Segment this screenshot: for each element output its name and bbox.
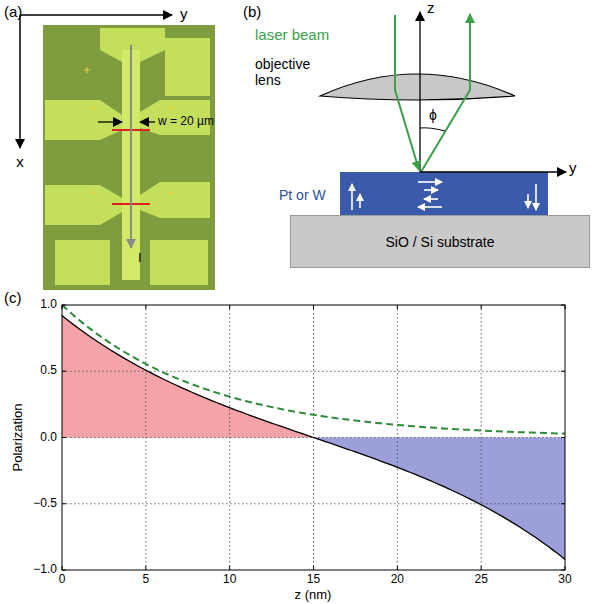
micrograph [43, 25, 215, 290]
axis-label: y [180, 5, 188, 22]
angle-arc [420, 128, 445, 131]
panel-label: (c) [4, 289, 22, 306]
tick [561, 305, 565, 306]
tick [229, 305, 230, 309]
decay-curve [62, 305, 565, 434]
alignment-marks [84, 67, 174, 196]
tick-label: 0.0 [40, 431, 57, 445]
current-arrow [130, 45, 132, 248]
tick [313, 566, 314, 570]
tick [62, 570, 66, 571]
tick [397, 566, 398, 570]
tick [561, 570, 565, 571]
panel-label: (a) [4, 3, 22, 20]
tick [561, 437, 565, 438]
y-axis-arrow [420, 171, 566, 172]
tick [561, 503, 565, 504]
part-label: objective lens [255, 56, 321, 88]
tick [561, 371, 565, 372]
tick [481, 305, 482, 309]
grid-line [62, 371, 565, 372]
contact-pad [45, 185, 122, 225]
axis-title: z (nm) [295, 588, 332, 603]
tick-label: 25 [474, 573, 487, 587]
spin-arrows [352, 182, 536, 210]
angle-label: ϕ [429, 107, 437, 123]
axis-label: z [427, 0, 435, 17]
tick-label: 20 [391, 573, 404, 587]
tick [62, 371, 66, 372]
panel-label: (b) [243, 3, 261, 20]
axis-title: Polarization [11, 404, 26, 472]
tick [565, 305, 566, 309]
tick-label: −1.0 [33, 563, 57, 577]
tick-label: 0 [59, 573, 66, 587]
positive-area [62, 316, 314, 438]
grid-line [397, 305, 398, 570]
tick [62, 437, 66, 438]
tick [397, 305, 398, 309]
width-arrow [140, 121, 155, 122]
tick [229, 566, 230, 570]
contact-pad [150, 240, 208, 285]
tick [481, 566, 482, 570]
incident-beam [395, 15, 419, 170]
part-label: Pt or W [279, 187, 326, 203]
x-axis-arrow [19, 15, 21, 148]
tick [565, 566, 566, 570]
axis-label: y [569, 159, 577, 176]
contact-pad [45, 100, 122, 140]
z-axis-arrow [419, 12, 420, 172]
tick [62, 305, 66, 306]
substrate-block: SiO / Si substrate [290, 215, 590, 268]
tick-label: 0.5 [40, 364, 57, 378]
metal-film [340, 172, 548, 215]
micrograph-ground [43, 25, 215, 290]
contact-pad [140, 182, 210, 218]
tick-label: 15 [307, 573, 320, 587]
current-label: I [138, 251, 142, 266]
tick [145, 566, 146, 570]
tick-label: 1.0 [40, 298, 57, 312]
dimension-label: w = 20 µm [158, 115, 214, 129]
reflected-beam [421, 14, 470, 172]
y-axis-arrow [20, 14, 172, 16]
tick [145, 305, 146, 309]
width-arrow [98, 121, 122, 122]
tick-label: 5 [142, 573, 149, 587]
objective-lens [320, 74, 515, 100]
tick [62, 305, 63, 309]
grid-line [62, 503, 565, 504]
contact-pad [55, 240, 110, 285]
axis-label: x [16, 153, 24, 170]
tick [62, 503, 66, 504]
polarization-curve [62, 316, 565, 560]
setup-sketch [320, 12, 566, 215]
grid-line [481, 305, 482, 570]
tick-label: 10 [223, 573, 236, 587]
tick-label: −0.5 [33, 497, 57, 511]
tick-label: 30 [558, 573, 571, 587]
tick [62, 566, 63, 570]
tick [313, 305, 314, 309]
plot-frame [62, 305, 565, 570]
negative-area [314, 438, 566, 560]
node-text: SiO / Si substrate [386, 234, 495, 250]
contact-pad [165, 38, 210, 96]
polarization-plot [62, 305, 565, 570]
beam-label: laser beam [255, 26, 329, 43]
